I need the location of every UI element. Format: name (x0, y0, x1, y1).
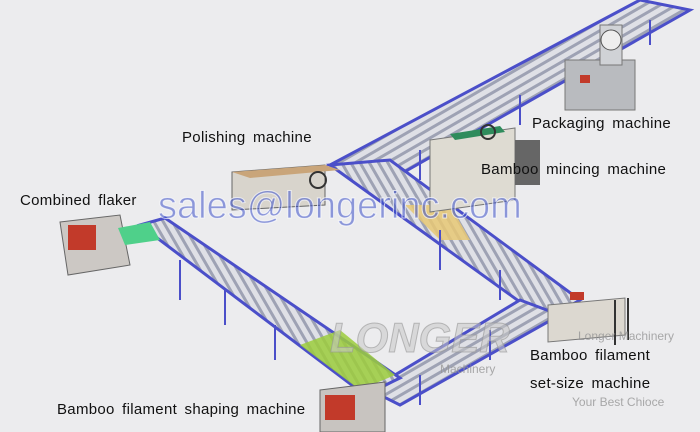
watermark-slogan: Your Best Chioce (572, 395, 665, 409)
label-mincing-machine: Bamboo mincing machine (481, 161, 667, 178)
watermark-logo-sub: Machinery (440, 362, 496, 376)
label-polishing-machine: Polishing machine (182, 129, 312, 146)
packaging-machine (564, 24, 636, 111)
label-combined-flaker: Combined flaker (20, 192, 137, 209)
label-set-size-line1: Bamboo filament (530, 347, 651, 364)
shaping-machine (319, 381, 386, 432)
bamboo-mincing-machine (429, 124, 540, 213)
label-shaping-machine: Bamboo filament shaping machine (57, 401, 306, 418)
conveyor-lower-right (366, 298, 564, 407)
combined-flaker (59, 214, 160, 276)
watermark-company: Longer Machinery (578, 329, 675, 343)
watermark-email: sales@longerinc.com (158, 185, 523, 227)
set-size-machine (547, 292, 629, 345)
label-set-size-line2: set-size machine (530, 375, 651, 392)
watermark-logo: LONGER (330, 314, 511, 361)
label-packaging-machine: Packaging machine (532, 115, 672, 132)
polishing-machine (231, 164, 340, 211)
conveyor-left (136, 216, 403, 397)
